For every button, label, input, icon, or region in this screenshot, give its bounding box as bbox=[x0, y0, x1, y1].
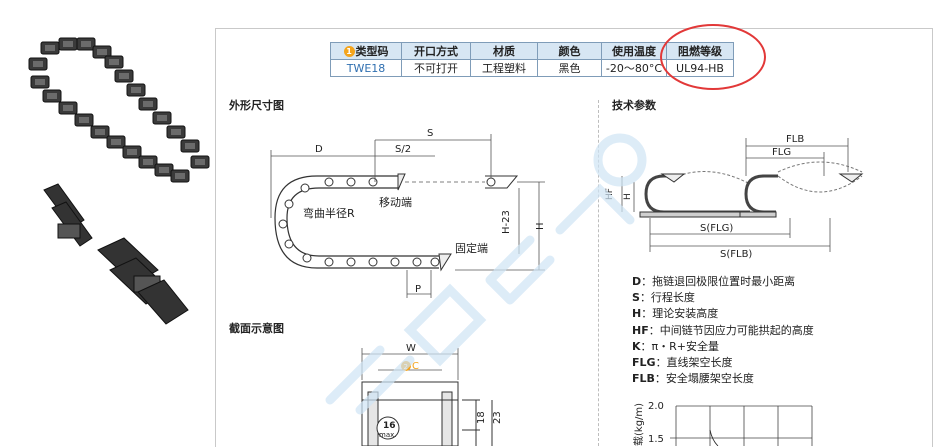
dim-S-FLB: S(FLB) bbox=[720, 249, 752, 260]
th-color: 颜色 bbox=[537, 42, 602, 60]
label-moving-end: 移动端 bbox=[379, 196, 412, 209]
badge-1: 1 bbox=[343, 46, 355, 57]
tech-chain bbox=[639, 161, 864, 218]
tech-param-diagram: FLB FLG HF H S(FLG) S(FLB) bbox=[605, 134, 864, 260]
param-row-HF: HF：中间链节因应力可能拱起的高度 bbox=[632, 323, 814, 337]
product-photo-chain-links bbox=[43, 183, 189, 325]
dimension-labels: D S/2 S H-23 H P 弯曲半径R 移动端 固定端 bbox=[303, 128, 546, 295]
dim-D: D bbox=[315, 144, 323, 155]
td-type-code[interactable]: TWE18 bbox=[330, 59, 402, 77]
graph-ytick-1.5: 1.5 bbox=[648, 434, 664, 445]
param-row-K: K：π・R+安全量 bbox=[632, 339, 720, 353]
param-row-FLG: FLG：直线架空长度 bbox=[632, 356, 733, 370]
chain-path bbox=[274, 173, 519, 272]
dim-H-tech: H bbox=[623, 193, 633, 200]
td-temperature: -20～80°C bbox=[601, 59, 667, 77]
chain-links bbox=[28, 37, 210, 183]
badge-2: 2 bbox=[404, 363, 408, 371]
param-row-D: D：拖链退回极限位置时最小距离 bbox=[632, 275, 796, 288]
dim-HF: HF bbox=[605, 188, 615, 200]
dim-S: S bbox=[427, 128, 433, 139]
dim-S2: S/2 bbox=[395, 144, 411, 155]
td-material: 工程塑料 bbox=[470, 59, 538, 77]
th-opening: 开口方式 bbox=[401, 42, 471, 60]
graph-ytick-2.0: 2.0 bbox=[648, 401, 664, 412]
td-opening: 不可打开 bbox=[401, 59, 471, 77]
column-divider bbox=[598, 100, 599, 446]
max-size-label: max. bbox=[379, 431, 396, 439]
dim-S-FLG: S(FLG) bbox=[700, 223, 733, 234]
graph-grid bbox=[670, 405, 813, 446]
dim-W: W bbox=[406, 343, 416, 354]
dim-FLG-top: FLG bbox=[772, 147, 791, 158]
param-row-H: H：理论安装高度 bbox=[632, 307, 719, 321]
highlight-ring-annotation bbox=[660, 24, 766, 90]
dim-23: 23 bbox=[492, 411, 503, 424]
dim-P: P bbox=[415, 284, 421, 295]
section-view-diagram: W 2 C 16 max. 18 23 bbox=[361, 343, 503, 446]
dim-H23: H-23 bbox=[501, 210, 512, 234]
dim-18: 18 bbox=[476, 411, 487, 424]
section-title-outline: 外形尺寸图 bbox=[229, 99, 284, 112]
dim-FLB-top: FLB bbox=[786, 134, 804, 145]
max-size-value: 16 bbox=[383, 421, 396, 431]
dim-C: C bbox=[412, 361, 419, 372]
th-material: 材质 bbox=[470, 42, 538, 60]
param-row-FLB: FLB：安全塌腰架空长度 bbox=[632, 372, 754, 386]
product-photo-chain-top bbox=[28, 37, 210, 183]
section-title-tech-params: 技术参数 bbox=[612, 99, 656, 112]
tech-dimension-lines bbox=[621, 138, 849, 252]
graph-ylabel: 载(kg/m) bbox=[633, 403, 645, 446]
dim-H: H bbox=[535, 222, 546, 230]
label-fixed-end: 固定端 bbox=[455, 241, 488, 255]
spec-panel bbox=[215, 28, 933, 447]
param-row-S: S：行程长度 bbox=[632, 291, 695, 305]
td-color: 黑色 bbox=[537, 59, 602, 77]
load-graph: 载(kg/m) 2.0 1.5 bbox=[633, 401, 813, 446]
param-definitions: D：拖链退回极限位置时最小距离 S：行程长度 H：理论安装高度 HF：中间链节因… bbox=[632, 274, 814, 387]
th-temperature: 使用温度 bbox=[601, 42, 667, 60]
max-size-circle bbox=[376, 416, 400, 440]
label-bend-radius: 弯曲半径R bbox=[303, 206, 355, 220]
outline-dimension-diagram: D S/2 S H-23 H P 弯曲半径R 移动端 固定端 bbox=[270, 128, 546, 298]
section-title-section-view: 截面示意图 bbox=[229, 322, 284, 335]
